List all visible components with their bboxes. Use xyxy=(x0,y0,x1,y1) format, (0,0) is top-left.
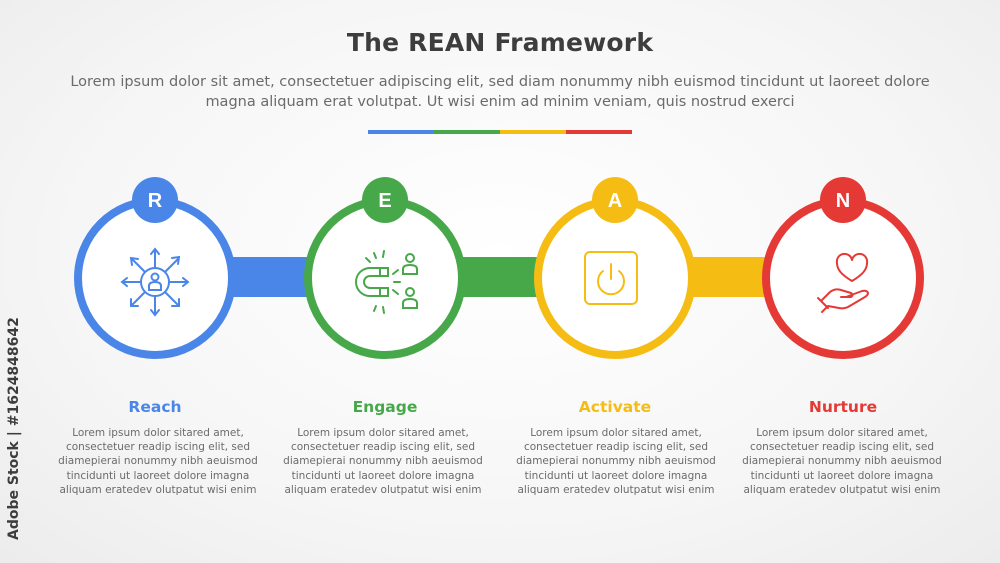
letter-badge-nurture xyxy=(820,177,866,223)
page-title: The REAN Framework xyxy=(346,28,654,57)
stage-circle-reach xyxy=(74,197,236,359)
stage-circle-nurture xyxy=(762,197,924,359)
stage-label-engage: Engage xyxy=(352,398,418,416)
letter-reach: R xyxy=(148,190,163,212)
page-subtitle: Lorem ipsum dolor sit amet, consectetuer… xyxy=(70,74,930,110)
stage-activate: A xyxy=(534,177,696,359)
stage-reach: R xyxy=(74,177,236,359)
stage-label-nurture: Nurture xyxy=(808,398,878,416)
stage-description-reach: Lorem ipsum dolor sitared amet, consecte… xyxy=(58,427,258,496)
title-color-rule xyxy=(368,130,632,134)
power-button-icon xyxy=(584,251,638,305)
stock-watermark: Adobe Stock | #1624848642 xyxy=(6,317,22,540)
letter-activate: A xyxy=(608,190,622,212)
stage-circle-activate xyxy=(534,197,696,359)
stage-description-nurture: Lorem ipsum dolor sitared amet, consecte… xyxy=(742,427,942,496)
stage-circle-engage xyxy=(304,197,466,359)
connector-activate-nurture xyxy=(690,257,770,297)
letter-engage: E xyxy=(378,190,391,212)
letter-nurture: N xyxy=(836,190,850,212)
stage-label-reach: Reach xyxy=(128,398,182,416)
stage-description-engage: Lorem ipsum dolor sitared amet, consecte… xyxy=(283,427,483,496)
rule-segment-reach xyxy=(368,130,434,134)
letter-badge-activate xyxy=(592,177,638,223)
connector-reach-engage xyxy=(230,257,310,297)
stage-label-activate: Activate xyxy=(578,398,652,416)
letter-badge-engage xyxy=(362,177,408,223)
stage-description-activate: Lorem ipsum dolor sitared amet, consecte… xyxy=(516,427,716,496)
rule-segment-activate xyxy=(500,130,566,134)
stage-nurture: N xyxy=(762,177,924,359)
magnet-people-icon xyxy=(355,250,418,314)
connector-engage-activate xyxy=(460,257,540,297)
letter-badge-reach xyxy=(132,177,178,223)
stage-engage: E xyxy=(304,177,466,359)
heart-hand-icon xyxy=(817,252,869,313)
rule-segment-nurture xyxy=(566,130,632,134)
people-network-icon xyxy=(120,247,190,317)
rule-segment-engage xyxy=(434,130,500,134)
